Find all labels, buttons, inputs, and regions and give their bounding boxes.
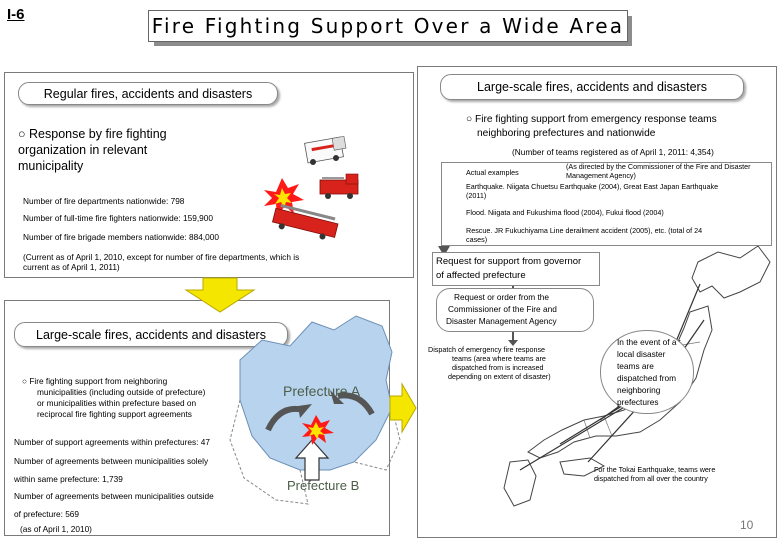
regular-stat-fire-departments: Number of fire departments nationwide: 7… [23,196,185,206]
regular-stat-full-time-fighters: Number of full-time fire fighters nation… [23,213,214,223]
local-disaster-line3: teams are [617,361,654,371]
example-flood: Flood. Niigata and Fukushima flood (2004… [466,208,664,217]
directed-line1: (As directed by the Commissioner of the … [566,162,751,171]
regular-response-line3: municipality [18,159,84,173]
local-disaster-line1: In the event of a [617,337,677,347]
wide-support-line1: ○ Fire fighting support from emergency r… [466,114,717,125]
commissioner-order-line1: Request or order from the [454,292,549,302]
wide-teams-registered: (Number of teams registered as of April … [512,147,714,157]
example-rescue-line2: cases) [466,235,488,244]
support-arrow-east-head [330,390,344,404]
local-disaster-line4: dispatched from [617,373,677,383]
wide-support-line2: neighboring prefectures and nationwide [477,128,656,139]
commissioner-order-line3: Disaster Management Agency [446,316,557,326]
directed-line2: Management Agency) [566,171,636,180]
governor-request-line2: of affected prefecture [436,270,526,281]
ambulance-icon [304,135,347,165]
local-support-line4: reciprocal fire fighting support agreeme… [37,409,192,419]
dispatch-line3: dispatched from is increased [452,363,544,372]
local-support-line2: municipalities (including outside of pre… [37,387,206,397]
tokai-line1: For the Tokai Earthquake, teams were [594,465,716,474]
prefecture-b-up-arrow [294,439,330,481]
governor-request-box [432,252,600,286]
japan-map-shikoku [559,457,606,477]
regular-response-line2: organization in relevant [18,143,148,157]
japan-map-kyushu [503,459,537,507]
dispatch-line1: Dispatch of emergency fire response [428,345,546,354]
local-disaster-line2: local disaster [617,349,666,359]
yellow-right-arrow [389,382,417,434]
support-arrow-west-head [298,404,312,418]
slide-title: Fire Fighting Support Over a Wide Area [148,10,628,42]
local-stat-within-line1: Number of agreements between municipalit… [14,456,209,466]
dispatch-line4: depending on extent of disaster) [448,372,551,381]
neighbor-prefecture-outline-2 [353,407,401,471]
prefecture-b-label: Prefecture B [287,478,360,493]
actual-examples-label: Actual examples [466,168,519,177]
regular-response-line1: ○ Response by fire fighting [18,127,167,141]
prefecture-a-label: Prefecture A [283,383,361,399]
regular-stat-brigade-members: Number of fire brigade members nationwid… [23,232,220,242]
large-scale-wide-heading: Large-scale fires, accidents and disaste… [440,74,744,100]
support-arrow-east [337,392,375,416]
commissioner-order-box [436,288,594,332]
regular-note-line2: current as of April 1, 2011) [23,262,120,272]
commissioner-order-line2: Commissioner of the Fire and [448,304,557,314]
regular-note-line1: (Current as of April 1, 2010, except for… [23,252,300,262]
example-rescue-line1: Rescue. JR Fukuchiyama Line derailment a… [466,226,703,235]
local-disaster-line5: neighboring [617,385,661,395]
local-support-line1: ○ Fire fighting support from neighboring [22,376,168,386]
dispatch-line2: teams (area where teams are [452,354,546,363]
fire-engine-icon [319,173,359,199]
prefecture-a-map [239,315,393,471]
regular-fires-panel [4,72,414,278]
regular-fires-heading: Regular fires, accidents and disasters [18,82,278,105]
local-disaster-line6: prefectures [617,397,659,407]
neighbor-prefecture-outline [229,399,309,505]
local-asof: (as of April 1, 2010) [20,524,92,534]
actual-examples-box [441,162,772,246]
local-disaster-callout [600,330,694,414]
example-earthquake-line2: (2011) [466,191,487,200]
local-stat-outside-line1: Number of agreements between municipalit… [14,491,214,501]
local-stat-within-line2: within same prefecture: 1,739 [14,474,123,484]
local-stat-support-agreements: Number of support agreements within pref… [14,437,210,447]
example-earthquake-line1: Earthquake. Niigata Chuetsu Earthquake (… [466,182,719,191]
local-support-line3: or municipalities within prefecture base… [37,398,197,408]
ladder-truck-icon [272,204,339,240]
yellow-down-arrow [184,277,256,313]
local-stat-outside-line2: of prefecture: 569 [14,509,80,519]
japan-map-hokkaido [691,245,771,299]
large-scale-local-heading: Large-scale fires, accidents and disaste… [14,322,288,347]
governor-request-line1: Request for support from governor [436,256,582,267]
tokai-line2: dispatched from all over the country [594,474,708,483]
slide-id: I-6 [7,6,25,23]
page-number: 10 [740,518,754,532]
